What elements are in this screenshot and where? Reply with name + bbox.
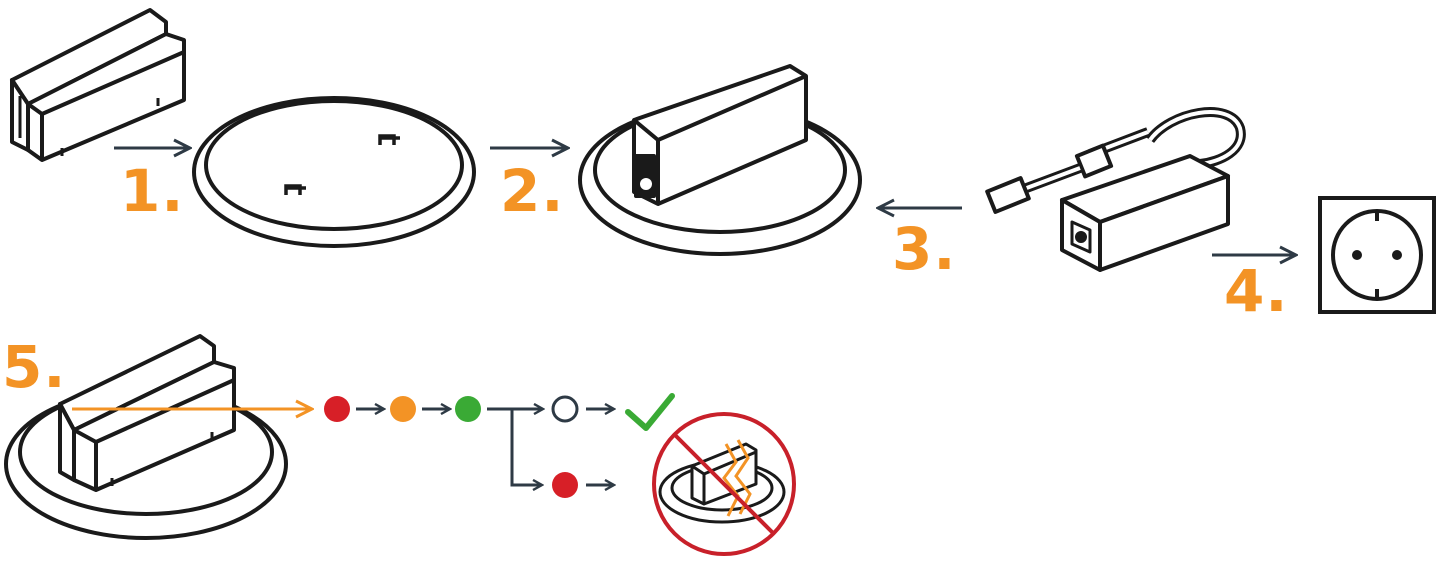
wall-socket-icon [1318,196,1436,314]
base-disc-icon [192,96,476,248]
led-green-dot [455,396,481,422]
branch-line [487,407,542,485]
led-red-dot [324,396,350,422]
led-off-dot [551,395,579,423]
check-icon [625,393,675,431]
charger-device-icon [10,8,186,162]
charger-on-disc-icon [578,64,862,256]
led-orange-dot [390,396,416,422]
step-label-3: 3. [892,215,957,283]
charger-on-disc-step5-icon [4,334,288,540]
step-label-4: 4. [1224,257,1289,325]
no-symbol-icon [652,412,796,556]
step-label-5: 5. [2,333,67,401]
led-red-fault-dot [552,472,578,498]
step-label-2: 2. [500,157,565,225]
step-label-1: 1. [120,157,185,225]
power-adapter-icon [985,107,1246,272]
